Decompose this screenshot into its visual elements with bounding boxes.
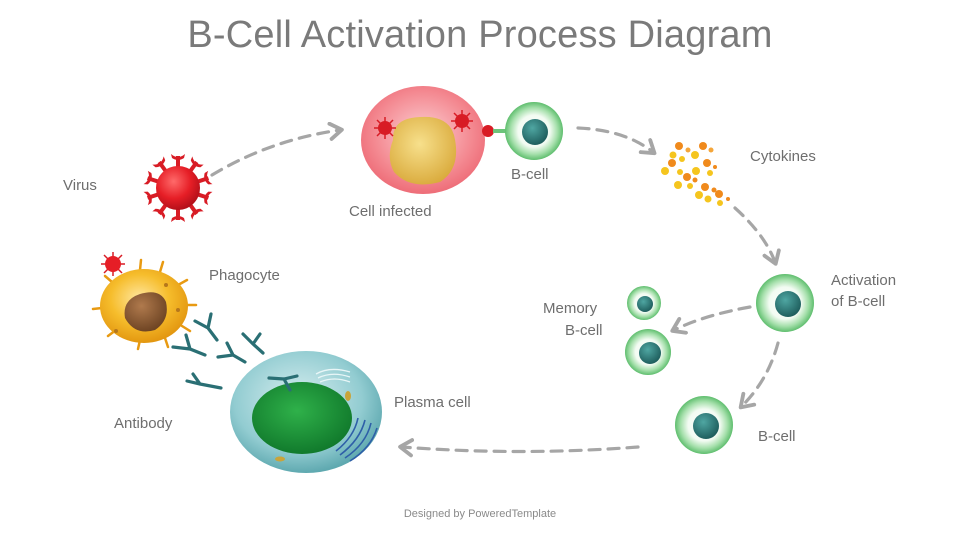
- label-cell-infected: Cell infected: [349, 203, 432, 220]
- arrow-activation-to-memory: [670, 305, 752, 335]
- label-plasma-cell: Plasma cell: [394, 394, 471, 411]
- memory-b-cell-small-icon: [627, 286, 661, 320]
- arrow-activation-to-bcell: [738, 341, 780, 410]
- virus-icon: [143, 154, 213, 222]
- label-cytokines: Cytokines: [750, 148, 816, 165]
- footer-credit: Designed by PoweredTemplate: [403, 508, 557, 520]
- arrow-bcell-to-cytokines: [576, 126, 657, 156]
- arrow-cytokines-to-activation: [733, 206, 781, 266]
- arrow-bcell-to-plasma: [398, 438, 640, 458]
- label-phagocyte: Phagocyte: [209, 267, 280, 284]
- infected-cell-icon: [361, 86, 507, 194]
- antibody-icon: [185, 372, 223, 390]
- b-cell-bottom-icon: [675, 396, 733, 454]
- antibody-icon: [216, 341, 247, 364]
- label-activation-line1: Activation: [831, 272, 897, 289]
- b-cell-top-icon: [505, 102, 563, 160]
- label-memory-line2: B-cell: [565, 322, 603, 339]
- page-title: B-Cell Activation Process Diagram: [187, 14, 773, 56]
- arrow-virus-to-infected: [210, 121, 344, 177]
- antibody-icon: [267, 374, 299, 392]
- label-virus: Virus: [63, 177, 97, 194]
- antibody-icon: [241, 332, 265, 355]
- plasma-cell-icon: [230, 351, 382, 473]
- label-b-cell-bottom: B-cell: [758, 428, 796, 445]
- label-activation-line2: of B-cell: [831, 293, 886, 310]
- activated-b-cell-icon: [756, 274, 814, 332]
- phagocyte-icon: [91, 252, 198, 351]
- cytokines-icon: [661, 142, 730, 206]
- antibody-icon: [193, 312, 219, 342]
- memory-b-cell-large-icon: [625, 329, 671, 375]
- antibody-icon: [171, 333, 207, 357]
- phagocyte-virus-icon: [101, 252, 125, 276]
- label-b-cell-top: B-cell: [511, 166, 549, 183]
- antibody-icons: [171, 312, 265, 390]
- label-antibody: Antibody: [114, 415, 173, 432]
- label-memory-line1: Memory: [543, 300, 598, 317]
